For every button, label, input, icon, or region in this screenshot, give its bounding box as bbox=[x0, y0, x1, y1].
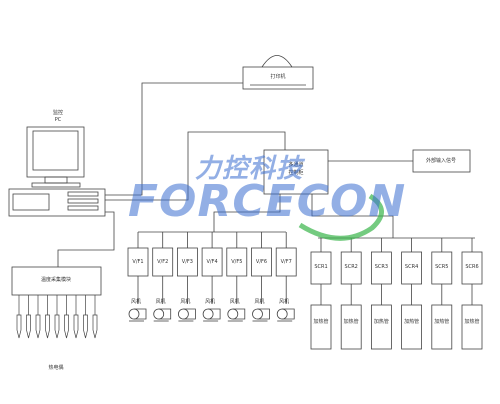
scr-label: SCR4 bbox=[404, 264, 419, 270]
heater-label: 加热管 bbox=[343, 319, 359, 325]
watermark-en: FORCECON bbox=[128, 176, 407, 227]
vf-label: V/F7 bbox=[280, 259, 292, 265]
heater-box bbox=[431, 304, 453, 350]
thermocouple-icon bbox=[64, 314, 69, 339]
monitor bbox=[26, 126, 85, 178]
logo-swoosh bbox=[298, 193, 384, 241]
fan-label: 风机 bbox=[279, 299, 290, 305]
scr-label: SCR6 bbox=[465, 264, 479, 270]
heater-label: 加热管 bbox=[373, 319, 389, 325]
heater-box bbox=[310, 304, 332, 350]
printer-box bbox=[242, 66, 314, 90]
fan-icon bbox=[177, 308, 189, 320]
fan-icon bbox=[252, 308, 263, 320]
scr-label: SCR1 bbox=[314, 264, 328, 270]
fan-label: 风机 bbox=[254, 299, 265, 305]
thermocouple-icon bbox=[16, 314, 22, 339]
printer-dome bbox=[261, 55, 293, 68]
temp-module-label: 温度采集模块 bbox=[40, 277, 72, 283]
signal-label: 外部输入信号 bbox=[425, 158, 457, 164]
heater-box bbox=[340, 304, 362, 350]
heater-box bbox=[461, 304, 483, 350]
temp-module-box bbox=[11, 266, 102, 296]
thermocouple-icon bbox=[45, 314, 50, 339]
thermocouple-icon bbox=[26, 314, 31, 339]
fan-label: 风机 bbox=[205, 299, 216, 305]
thermocouple-label: 热电偶 bbox=[48, 365, 64, 371]
scr-label: SCR5 bbox=[435, 264, 449, 270]
fan-icon bbox=[202, 308, 214, 320]
vf-label: V/F5 bbox=[231, 259, 243, 265]
printer-label: 打印机 bbox=[270, 74, 286, 80]
heater-label: 加热管 bbox=[313, 319, 329, 325]
watermark-cn: 力控科技 bbox=[195, 154, 304, 184]
fan-icon bbox=[128, 308, 140, 320]
fan-label: 风机 bbox=[155, 299, 166, 305]
cpu-box bbox=[8, 188, 106, 217]
heater-label: 加热管 bbox=[464, 319, 480, 325]
fan-icon bbox=[153, 308, 165, 320]
fan-icon bbox=[227, 308, 239, 320]
heater-box bbox=[370, 304, 392, 350]
cabinet-label-1: 多通道 bbox=[288, 162, 304, 168]
vf-label: V/F2 bbox=[157, 259, 169, 265]
thermocouple-icon bbox=[73, 314, 79, 339]
scr-label: SCR2 bbox=[344, 264, 358, 270]
heater-box bbox=[401, 304, 423, 350]
fan-icon bbox=[276, 308, 288, 320]
pc-sub: PC bbox=[54, 117, 62, 123]
thermocouple-icon bbox=[35, 314, 41, 339]
vf-label: V/F1 bbox=[132, 259, 144, 265]
thermocouple-icon bbox=[92, 314, 98, 339]
heater-label: 加热管 bbox=[404, 319, 420, 325]
fan-label: 风机 bbox=[229, 299, 240, 305]
fan-label: 风机 bbox=[130, 299, 142, 305]
thermocouple-icon bbox=[83, 314, 88, 339]
vf-label: V/F6 bbox=[255, 259, 268, 265]
thermocouple-icon bbox=[54, 314, 60, 339]
vf-label: V/F4 bbox=[206, 259, 218, 265]
fan-label: 风机 bbox=[180, 299, 191, 305]
control-cabinet-box bbox=[263, 149, 329, 195]
cabinet-label-2: 控制柜 bbox=[288, 170, 304, 176]
scr-label: SCR3 bbox=[374, 264, 389, 270]
heater-label: 加热管 bbox=[434, 319, 450, 325]
pc-title: 监控 bbox=[52, 110, 64, 116]
vf-label: V/F3 bbox=[181, 259, 193, 265]
